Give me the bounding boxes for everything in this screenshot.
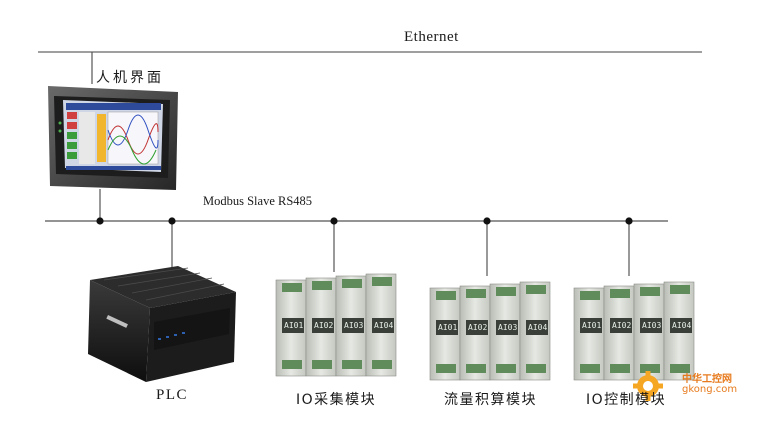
hmi-device	[48, 86, 178, 190]
io1-display-4: AI04	[374, 321, 393, 330]
io2-display-1: AI01	[582, 321, 601, 330]
flow-display-3: AI03	[498, 323, 517, 332]
io1-display-3: AI03	[344, 321, 363, 330]
watermark-gear-icon	[633, 371, 663, 401]
watermark-name: 中华工控网	[682, 374, 732, 385]
io2-display-3: AI03	[642, 321, 661, 330]
io1-display-1: AI01	[284, 321, 303, 330]
watermark-domain: gkong.com	[682, 384, 738, 395]
flow-totalizer-modules	[429, 281, 551, 381]
hmi-bus-node	[96, 217, 104, 225]
io-control-label: IO控制模块	[586, 392, 667, 408]
ethernet-label: Ethernet	[404, 29, 459, 45]
io1-bus-node	[330, 217, 338, 225]
io-control-modules	[573, 281, 695, 381]
io1-display-2: AI02	[314, 321, 333, 330]
modbus-bus-label: Modbus Slave RS485	[203, 194, 313, 208]
hmi-label: 人机界面	[96, 70, 164, 86]
flow-bus-node	[483, 217, 491, 225]
plc-bus-node	[168, 217, 176, 225]
io2-display-4: AI04	[672, 321, 691, 330]
flow-display-4: AI04	[528, 323, 547, 332]
io2-bus-node	[625, 217, 633, 225]
io-acquisition-label: IO采集模块	[296, 392, 377, 408]
flow-totalizer-label: 流量积算模块	[444, 392, 537, 408]
plc-label: PLC	[156, 387, 189, 403]
flow-display-2: AI02	[468, 323, 487, 332]
plc-device	[88, 266, 236, 382]
io-acquisition-modules	[275, 273, 397, 377]
io2-display-2: AI02	[612, 321, 631, 330]
flow-display-1: AI01	[438, 323, 457, 332]
